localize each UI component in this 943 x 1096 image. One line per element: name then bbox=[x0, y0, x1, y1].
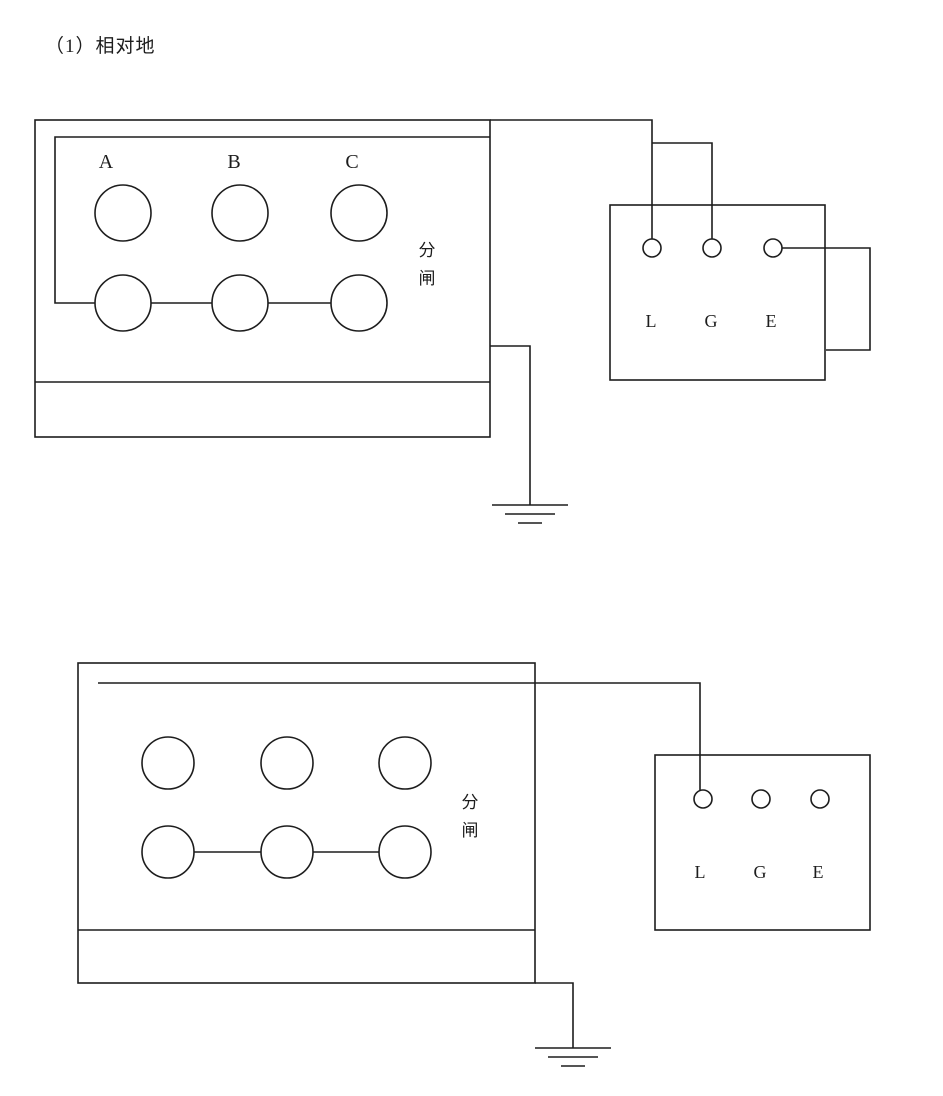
phase-label-c: C bbox=[345, 151, 358, 173]
breaker-outline bbox=[77, 662, 536, 984]
terminal-label-e: E bbox=[766, 311, 777, 331]
terminal-l bbox=[642, 238, 662, 258]
phase-label-a: A bbox=[99, 151, 114, 173]
bushing-bottom-b bbox=[260, 825, 314, 879]
breaker-state-label-line1: 分 bbox=[419, 241, 436, 260]
terminal-label-l: L bbox=[646, 311, 657, 331]
terminal-g bbox=[751, 789, 771, 809]
wire-breaker-to-l bbox=[490, 119, 653, 239]
wire-branch-to-g bbox=[652, 142, 713, 239]
breaker-state-label-line1: 分 bbox=[462, 793, 479, 812]
terminal-l bbox=[693, 789, 713, 809]
terminal-label-e: E bbox=[813, 862, 824, 882]
bushing-top-a bbox=[94, 184, 152, 242]
ground-symbol bbox=[535, 1047, 611, 1067]
diagram-top: A B C 分 闸 L G E bbox=[34, 119, 871, 524]
diagram-bottom: 分 闸 L G E bbox=[77, 662, 871, 1067]
terminal-label-g: G bbox=[705, 311, 718, 331]
bushing-bottom-b bbox=[211, 274, 269, 332]
page-title: （1）相对地 bbox=[45, 35, 156, 57]
breaker-state-label-line2: 闸 bbox=[419, 269, 436, 288]
bushing-top-b bbox=[211, 184, 269, 242]
breaker-state-label-line2: 闸 bbox=[462, 821, 479, 840]
terminal-e bbox=[763, 238, 783, 258]
bushing-bottom-a bbox=[94, 274, 152, 332]
wire-breaker-to-ground bbox=[490, 345, 531, 505]
tester-outline bbox=[654, 754, 871, 931]
bushing-top-b bbox=[260, 736, 314, 790]
breaker-internal-busbar bbox=[54, 136, 490, 304]
bushing-top-a bbox=[141, 736, 195, 790]
bushing-bottom-c bbox=[330, 274, 388, 332]
bushing-top-c bbox=[378, 736, 432, 790]
breaker-outline bbox=[34, 119, 491, 438]
terminal-label-g: G bbox=[754, 862, 767, 882]
tester-outline bbox=[609, 204, 826, 381]
wire-breaker-to-ground bbox=[535, 982, 574, 1048]
bushing-bottom-a bbox=[141, 825, 195, 879]
bushing-top-c bbox=[330, 184, 388, 242]
bushing-bottom-c bbox=[378, 825, 432, 879]
phase-label-b: B bbox=[227, 151, 240, 173]
wire-e-loop bbox=[782, 247, 871, 351]
terminal-g bbox=[702, 238, 722, 258]
terminal-label-l: L bbox=[695, 862, 706, 882]
ground-symbol bbox=[492, 504, 568, 524]
terminal-e bbox=[810, 789, 830, 809]
